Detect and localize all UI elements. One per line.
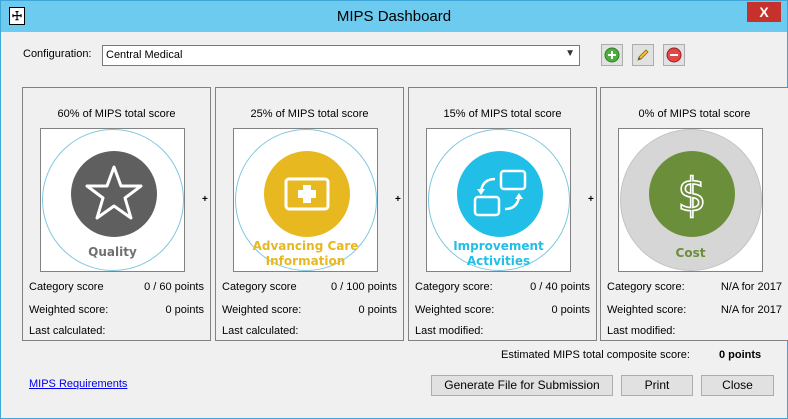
row-value: 0 / 100 points: [330, 281, 397, 293]
row-value: 0 points: [165, 304, 204, 316]
quality-ring: [42, 129, 184, 271]
remove-icon: [666, 47, 682, 63]
row-label: Last modified:: [415, 325, 484, 337]
row-value: N/A for 2017: [720, 304, 782, 316]
cycle-arrows-icon: [473, 169, 527, 217]
quality-tile[interactable]: Quality: [40, 128, 185, 272]
row-value: 0 / 40 points: [530, 281, 590, 293]
configuration-value: Central Medical: [106, 49, 183, 61]
document-icon: ☩: [9, 7, 25, 25]
row-value: N/A for 2017: [720, 281, 782, 293]
plus-sign: +: [202, 194, 208, 205]
ia-weight-header: 15% of MIPS total score: [443, 108, 562, 120]
row-value: 0 / 60 points: [144, 281, 204, 293]
row-label: Last modified:: [607, 325, 676, 337]
add-icon: [604, 47, 620, 63]
row-label: Category score:: [607, 281, 685, 293]
remove-config-button[interactable]: [663, 44, 685, 66]
configuration-select[interactable]: Central Medical ▼: [102, 45, 580, 66]
cost-weight-header: 0% of MIPS total score: [638, 108, 751, 120]
quality-weight-header: 60% of MIPS total score: [57, 108, 176, 120]
quality-panel: 60% of MIPS total score Quality Category…: [22, 87, 211, 341]
row-label: Category score:: [415, 281, 493, 293]
ia-tile[interactable]: Improvement Activities: [426, 128, 571, 272]
configuration-label: Configuration:: [23, 48, 92, 60]
aci-title-line2: Information: [265, 254, 346, 268]
aci-disc: [264, 151, 350, 237]
aci-tile[interactable]: Advancing Care Information: [233, 128, 378, 272]
ia-caption: Improvement Activities: [427, 239, 570, 269]
add-config-button[interactable]: [601, 44, 623, 66]
edit-pencil-icon: [637, 49, 649, 61]
ia-title: Improvement: [453, 239, 544, 253]
total-score-label: Estimated MIPS total composite score:: [501, 349, 690, 361]
aci-title: Advancing Care: [252, 239, 359, 253]
cost-panel: 0% of MIPS total score $ Cost Category s…: [600, 87, 788, 341]
ia-disc: [457, 151, 543, 237]
ia-ring: [428, 129, 570, 271]
star-icon: [85, 165, 143, 220]
ia-panel: 15% of MIPS total score Improvement Acti…: [408, 87, 597, 341]
row-label: Category score: [29, 281, 104, 293]
window-close-button[interactable]: X: [747, 2, 781, 22]
generate-file-button[interactable]: Generate File for Submission: [431, 375, 613, 396]
chevron-down-icon: ▼: [565, 48, 575, 59]
cost-caption: Cost: [619, 246, 762, 261]
row-label: Last calculated:: [222, 325, 299, 337]
plus-sign: +: [588, 194, 594, 205]
row-label: Weighted score:: [415, 304, 495, 316]
aci-caption: Advancing Care Information: [234, 239, 377, 269]
dollar-icon: $: [677, 167, 708, 223]
aci-weight-header: 25% of MIPS total score: [250, 108, 369, 120]
aci-ring: [235, 129, 377, 271]
quality-disc: [71, 151, 157, 237]
row-label: Weighted score:: [222, 304, 302, 316]
plus-sign: +: [395, 194, 401, 205]
quality-title: Quality: [88, 245, 137, 259]
ia-title-line2: Activities: [466, 254, 531, 268]
aci-panel: 25% of MIPS total score Advancing Care I…: [215, 87, 404, 341]
edit-config-button[interactable]: [632, 44, 654, 66]
cost-title: Cost: [675, 246, 706, 260]
svg-text:$: $: [677, 168, 706, 222]
row-label: Category score: [222, 281, 297, 293]
window-title: MIPS Dashboard: [336, 8, 452, 25]
print-button[interactable]: Print: [621, 375, 693, 396]
mips-requirements-link[interactable]: MIPS Requirements: [29, 378, 128, 390]
row-label: Last calculated:: [29, 325, 106, 337]
total-score-value: 0 points: [719, 349, 762, 361]
row-label: Weighted score:: [607, 304, 687, 316]
cost-tile[interactable]: $ Cost: [618, 128, 763, 272]
quality-caption: Quality: [41, 245, 184, 260]
cost-disc: $: [649, 151, 735, 237]
close-button[interactable]: Close: [701, 375, 774, 396]
row-value: 0 points: [358, 304, 397, 316]
medical-kit-icon: [284, 177, 330, 211]
title-bar[interactable]: ☩ MIPS Dashboard X: [1, 1, 787, 32]
row-value: 0 points: [551, 304, 590, 316]
row-label: Weighted score:: [29, 304, 109, 316]
